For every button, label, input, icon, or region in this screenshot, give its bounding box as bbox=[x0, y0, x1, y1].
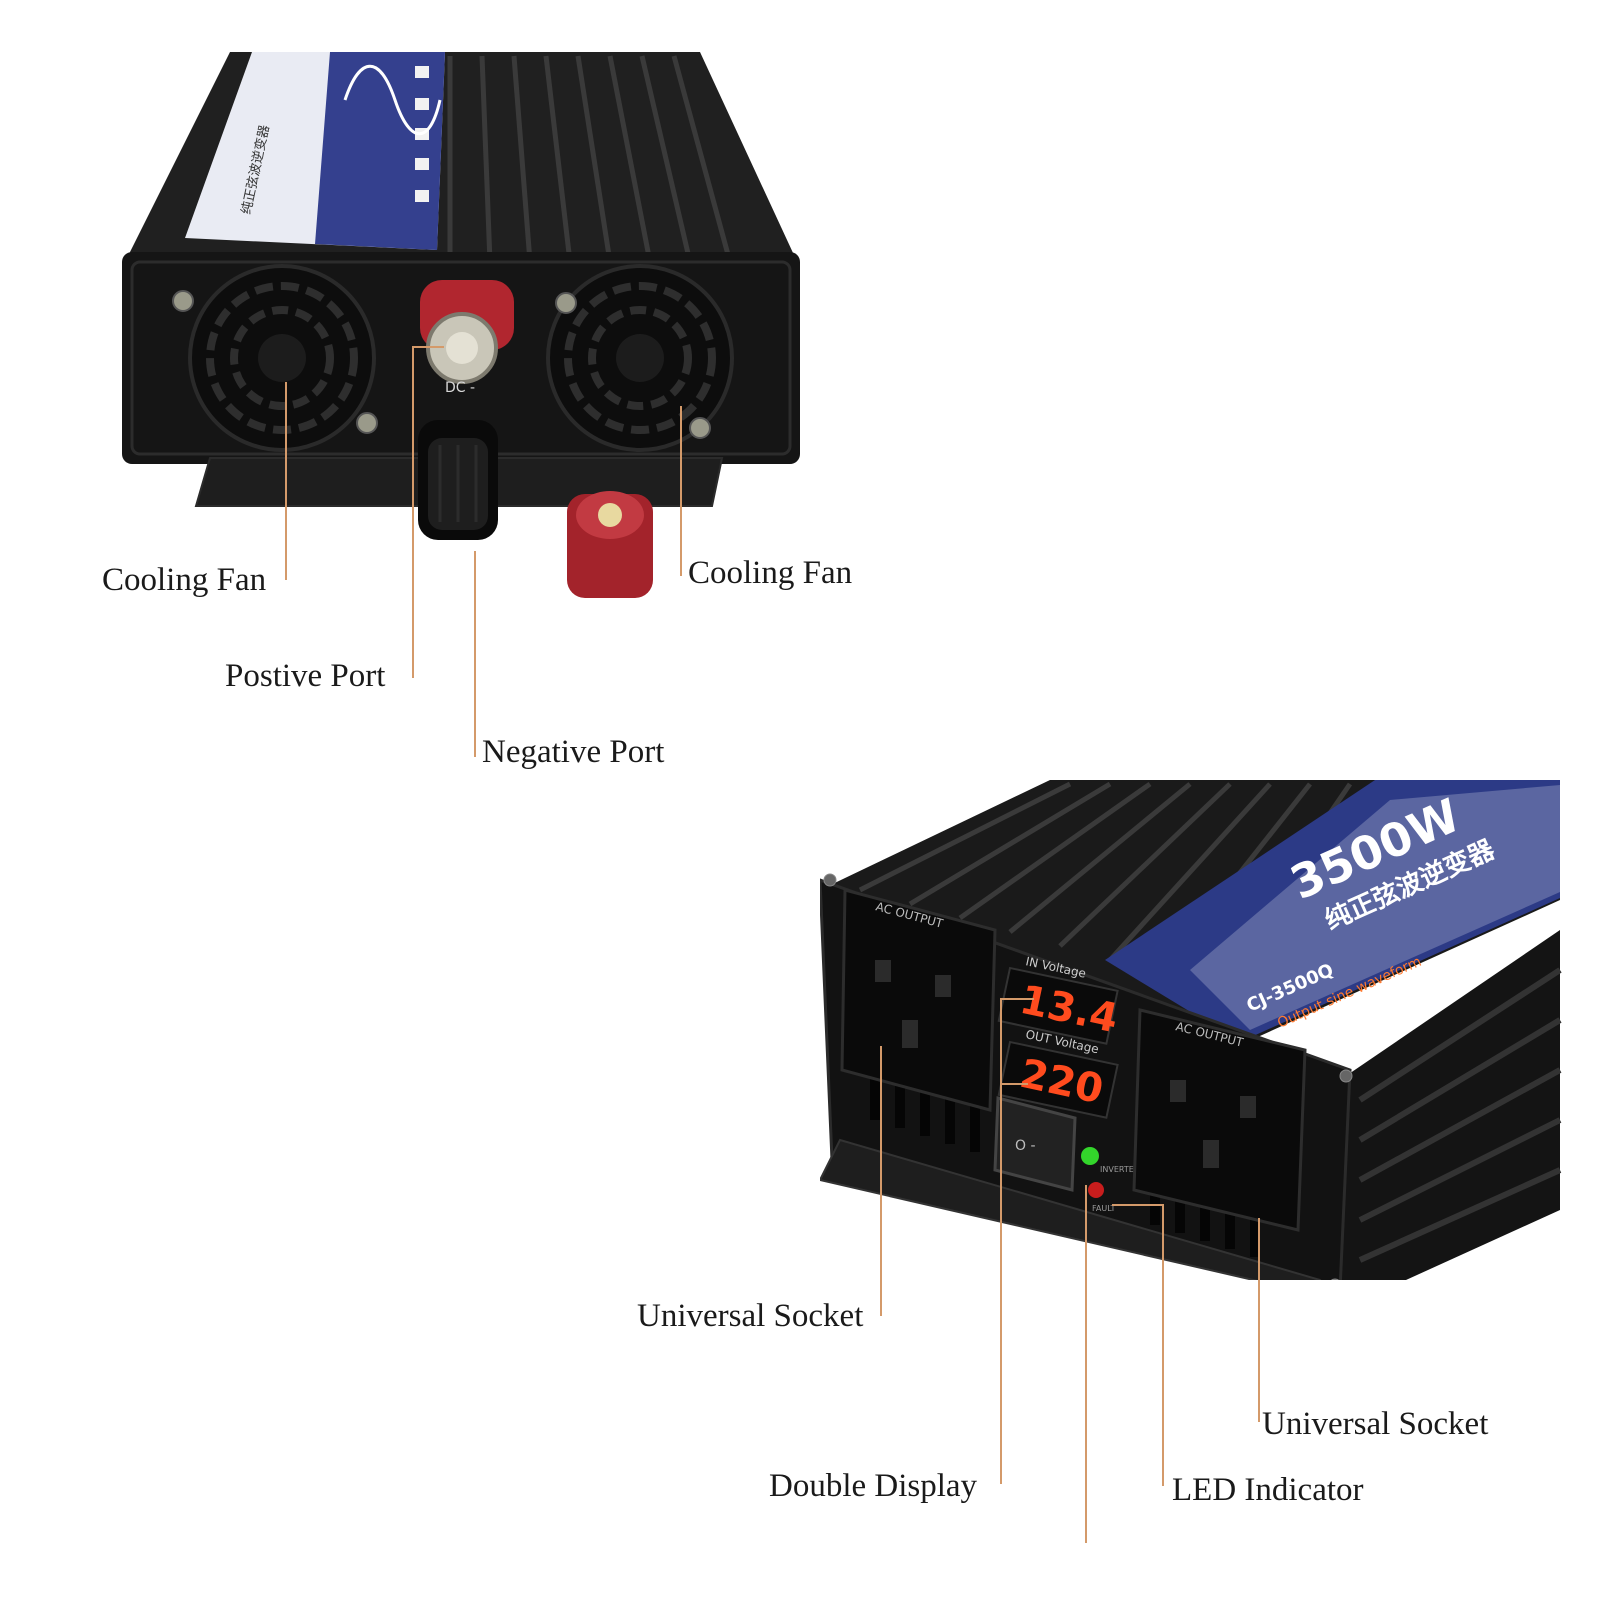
label-double-display: Double Display bbox=[769, 1468, 978, 1504]
positive-terminal bbox=[420, 280, 514, 384]
leader-double-display-h2 bbox=[1000, 1083, 1028, 1085]
bottom-inverter-image: 3500W 纯正弦波逆变器 CJ-3500Q Output sine wavef… bbox=[820, 780, 1562, 1280]
label-negative-port: Negative Port bbox=[482, 734, 665, 770]
top-screws bbox=[172, 290, 711, 439]
label-universal-socket-right: Universal Socket bbox=[1262, 1406, 1489, 1442]
leader-positive-port bbox=[412, 346, 414, 678]
bottom-side-fins bbox=[1340, 930, 1562, 1280]
label-led-indicator: LED Indicator bbox=[1172, 1472, 1364, 1508]
label-positive-port: Postive Port bbox=[225, 658, 386, 694]
negative-terminal bbox=[418, 420, 498, 540]
leader-cooling-fan-left bbox=[285, 382, 287, 580]
double-display-graphic: IN Voltage 13.4 OUT Voltage 220 bbox=[997, 954, 1122, 1119]
red-terminal-cap bbox=[567, 491, 653, 598]
top-label-sine-wave bbox=[343, 65, 442, 135]
led-green bbox=[1081, 1147, 1099, 1165]
top-housing-ribs bbox=[447, 55, 733, 263]
leader-double-display-h1 bbox=[1000, 998, 1034, 1000]
bottom-vent-slots bbox=[870, 1070, 1260, 1257]
dc-terminal-text: DC - bbox=[445, 380, 475, 396]
leader-switch bbox=[1085, 1185, 1087, 1543]
leader-led-indicator bbox=[1162, 1204, 1164, 1486]
bottom-screws bbox=[823, 873, 1353, 1280]
bottom-housing-ribs bbox=[858, 781, 1353, 990]
leader-universal-socket-right bbox=[1258, 1218, 1260, 1422]
leader-cooling-fan-right bbox=[680, 406, 682, 576]
leader-universal-socket-left bbox=[880, 1046, 882, 1316]
top-inverter-image: 纯正弦波逆变器 DC - bbox=[122, 52, 800, 598]
left-universal-socket-graphic: AC OUTPUT bbox=[840, 888, 997, 1112]
right-universal-socket-graphic: AC OUTPUT bbox=[1132, 1008, 1307, 1232]
label-cooling-fan-right: Cooling Fan bbox=[688, 555, 853, 591]
top-label-blue-band bbox=[315, 52, 445, 250]
leader-led-indicator-h bbox=[1112, 1204, 1162, 1206]
top-fan-left bbox=[188, 264, 376, 452]
led-red bbox=[1088, 1182, 1104, 1198]
led-label-inverter: INVERTER bbox=[1100, 1165, 1140, 1174]
label-universal-socket-left: Universal Socket bbox=[637, 1298, 864, 1334]
leader-positive-port-h bbox=[412, 346, 444, 348]
leader-negative-port bbox=[474, 551, 476, 757]
top-fan-right bbox=[546, 264, 734, 452]
leader-double-display bbox=[1000, 998, 1002, 1484]
bottom-top-label bbox=[1105, 780, 1560, 1042]
bottom-mounting-base bbox=[820, 1138, 1322, 1280]
power-switch-graphic: O - bbox=[993, 1096, 1077, 1192]
switch-text: O - bbox=[1015, 1138, 1036, 1154]
led-label-fault: FAULT bbox=[1092, 1204, 1116, 1213]
label-cooling-fan-left: Cooling Fan bbox=[102, 562, 267, 598]
